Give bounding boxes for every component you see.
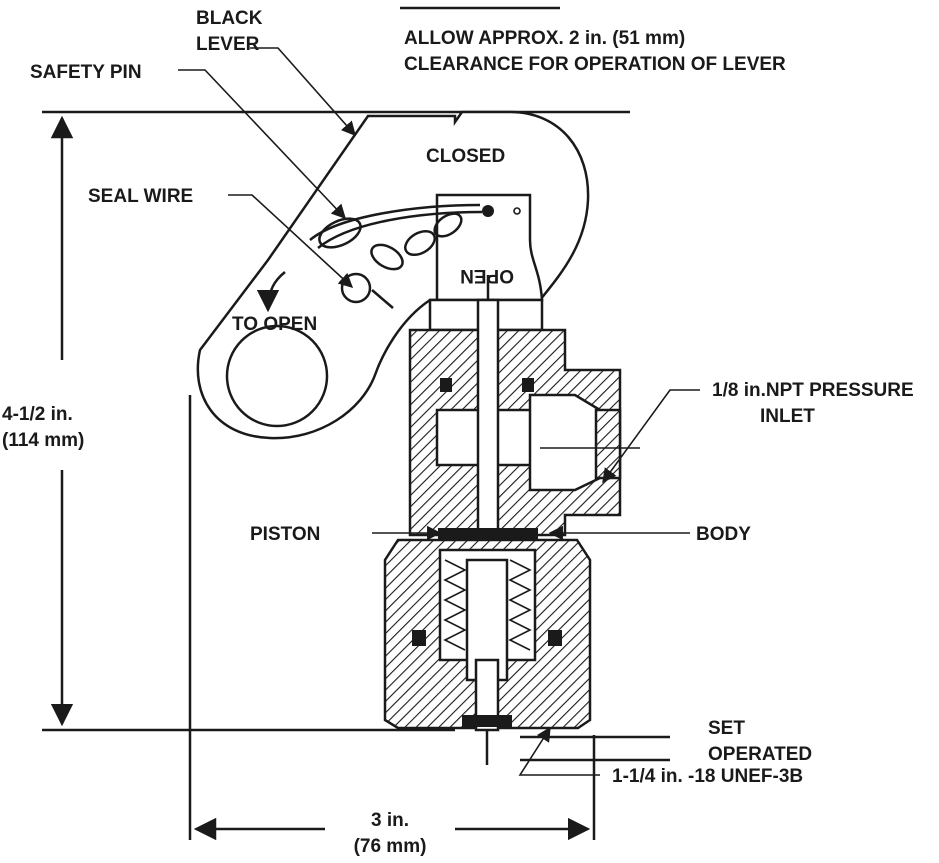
black-lever-label-1: BLACK <box>196 8 263 29</box>
thread-label: 1-1/4 in. -18 UNEF-3B <box>612 766 803 787</box>
body-label: BODY <box>696 524 751 545</box>
black-lever <box>196 110 590 440</box>
piston-label: PISTON <box>250 524 320 545</box>
set-label: SET <box>708 718 745 739</box>
width-label-2: (76 mm) <box>354 836 427 857</box>
pressure-inlet-label-2: INLET <box>760 406 815 427</box>
leader-lines <box>178 47 700 776</box>
seal-wire-label: SEAL WIRE <box>88 186 193 207</box>
to-open-label: TO OPEN <box>232 314 317 335</box>
safety-pin-chain <box>256 203 483 313</box>
open-label: OPEN <box>460 265 514 286</box>
height-label-1: 4-1/2 in. <box>2 404 73 425</box>
safety-pin-label: SAFETY PIN <box>30 62 142 83</box>
clearance-label-2: CLEARANCE FOR OPERATION OF LEVER <box>404 54 786 75</box>
black-lever-label-2: LEVER <box>196 34 260 55</box>
height-label-2: (114 mm) <box>2 430 84 451</box>
width-dimension <box>188 395 596 841</box>
valve-body <box>408 298 640 537</box>
operated-label: OPERATED <box>708 744 812 765</box>
closed-label: CLOSED <box>426 146 505 167</box>
width-label-1: 3 in. <box>371 810 409 831</box>
pressure-inlet-label-1: 1/8 in.NPT PRESSURE <box>712 380 914 401</box>
clearance-label-1: ALLOW APPROX. 2 in. (51 mm) <box>404 28 685 49</box>
lower-nut <box>383 528 592 765</box>
height-dimension <box>42 110 630 732</box>
